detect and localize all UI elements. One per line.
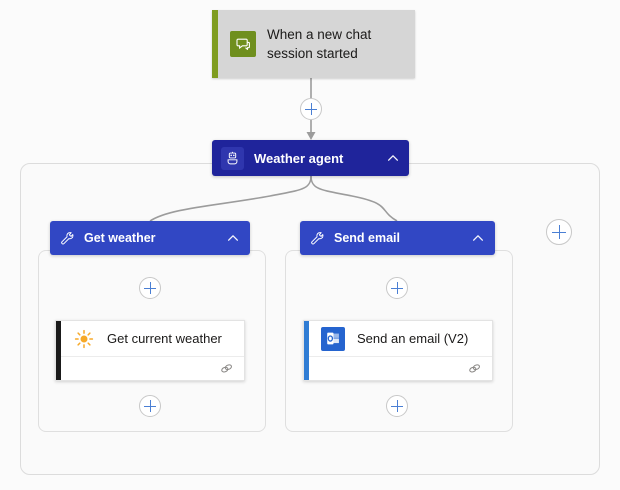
action-card-send-an-email[interactable]: Send an email (V2) [303, 320, 493, 381]
action-card-body: Get current weather [61, 321, 244, 380]
action-card-footer [309, 356, 492, 380]
outlook-icon [321, 326, 345, 351]
action-title: Get current weather [107, 331, 222, 347]
action-accent-bar [304, 321, 309, 380]
action-card-get-current-weather[interactable]: Get current weather [55, 320, 245, 381]
agent-title: Weather agent [254, 150, 344, 166]
trigger-label: When a new chat session started [267, 27, 372, 61]
add-step-get-weather-top-button[interactable] [139, 277, 161, 299]
connector-icon[interactable] [467, 361, 482, 376]
tool-header-get-weather[interactable]: Get weather [50, 221, 250, 255]
add-tool-button[interactable] [546, 219, 572, 245]
add-step-send-email-bottom-button[interactable] [386, 395, 408, 417]
chevron-up-icon[interactable] [471, 231, 485, 245]
wrench-icon [311, 231, 324, 244]
add-step-get-weather-bottom-button[interactable] [139, 395, 161, 417]
chevron-up-icon[interactable] [226, 231, 240, 245]
trigger-accent-bar [212, 10, 218, 78]
add-step-send-email-top-button[interactable] [386, 277, 408, 299]
chevron-up-icon[interactable] [386, 151, 400, 165]
tool-header-send-email[interactable]: Send email [300, 221, 495, 255]
robot-icon [221, 146, 244, 170]
connector-icon[interactable] [219, 361, 234, 376]
tool-name-send-email: Send email [334, 231, 400, 245]
action-accent-bar [56, 321, 61, 380]
action-title: Send an email (V2) [357, 331, 469, 347]
action-card-footer [61, 356, 244, 380]
chat-bubble-icon [230, 31, 256, 57]
action-card-body: Send an email (V2) [309, 321, 492, 380]
wrench-icon [61, 231, 74, 244]
action-card-header: Get current weather [61, 321, 244, 356]
tool-name-get-weather: Get weather [84, 231, 156, 245]
action-card-header: Send an email (V2) [309, 321, 492, 356]
trigger-card[interactable]: When a new chat session started [212, 10, 415, 78]
add-step-after-trigger-button[interactable] [300, 98, 322, 120]
agent-node-weather-agent[interactable]: Weather agent [212, 140, 409, 176]
trigger-content: When a new chat session started [218, 25, 407, 63]
sun-icon [73, 328, 95, 350]
